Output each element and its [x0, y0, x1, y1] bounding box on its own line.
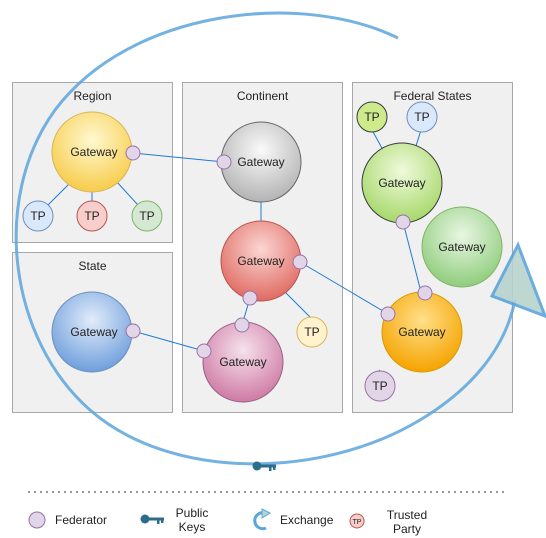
public-key-icon — [252, 461, 276, 471]
federators — [125, 145, 433, 359]
svg-text:TP: TP — [30, 209, 45, 223]
svg-text:Gateway: Gateway — [70, 145, 117, 159]
fed-gateway-green: Gateway — [421, 206, 503, 288]
legend-public-keys-label: Public Keys — [175, 506, 209, 534]
federator-dot — [242, 290, 258, 306]
fed-gateway-orange: Gateway — [381, 291, 463, 373]
federator-dot — [292, 254, 308, 270]
federator-dot — [234, 317, 250, 333]
federator-dot — [216, 154, 232, 170]
continent-gateway-grey: Gateway — [220, 121, 302, 203]
fed-gateway-lime: Gateway — [361, 142, 443, 224]
svg-text:Gateway: Gateway — [237, 155, 284, 169]
fed-tp-green: TP — [356, 101, 388, 133]
federator-dot — [125, 323, 141, 339]
federal-states-title: Federal States — [393, 89, 472, 103]
state-panel: State — [12, 252, 173, 413]
svg-text:TP: TP — [414, 110, 429, 124]
legend-trusted-party-icon: TP — [349, 513, 365, 529]
svg-text:TP: TP — [372, 379, 387, 393]
svg-text:TP: TP — [139, 209, 154, 223]
svg-text:Gateway: Gateway — [398, 325, 445, 339]
legend-federator-icon — [28, 511, 46, 529]
federator-dot — [125, 145, 141, 161]
legend-trusted-party-label: Trusted Party — [386, 508, 428, 536]
svg-text:Gateway: Gateway — [70, 325, 117, 339]
svg-text:Gateway: Gateway — [438, 240, 485, 254]
legend-federator-label: Federator — [55, 513, 108, 527]
svg-text:TP: TP — [304, 325, 319, 339]
svg-text:Gateway: Gateway — [237, 254, 284, 268]
svg-text:TP: TP — [84, 209, 99, 223]
federator-dot — [417, 285, 433, 301]
region-tp-red: TP — [76, 200, 108, 232]
legend-key-icon — [140, 514, 164, 524]
legend-exchange-icon — [253, 508, 272, 531]
continent-tp: TP — [296, 316, 328, 348]
state-gateway: Gateway — [51, 291, 133, 373]
federator-dot — [395, 214, 411, 230]
fed-tp-blue: TP — [406, 101, 438, 133]
region-gateway: Gateway — [51, 111, 133, 193]
fed-tp-purple: TP — [364, 370, 396, 402]
region-tp-green: TP — [131, 200, 163, 232]
continent-gateway-pink: Gateway — [202, 321, 284, 403]
exchange-cycle-arrow — [14, 11, 546, 466]
region-title: Region — [73, 89, 112, 103]
legend-exchange-label: Exchange — [280, 513, 334, 527]
svg-text:TP: TP — [353, 519, 362, 526]
svg-text:Gateway: Gateway — [378, 176, 425, 190]
svg-text:TP: TP — [364, 110, 379, 124]
federator-dot — [380, 306, 396, 322]
region-tp-blue: TP — [22, 200, 54, 232]
continent-title: Continent — [236, 89, 289, 103]
continent-gateway-red: Gateway — [220, 220, 302, 302]
svg-text:Gateway: Gateway — [219, 355, 266, 369]
federator-dot — [196, 343, 212, 359]
state-title: State — [78, 259, 107, 273]
